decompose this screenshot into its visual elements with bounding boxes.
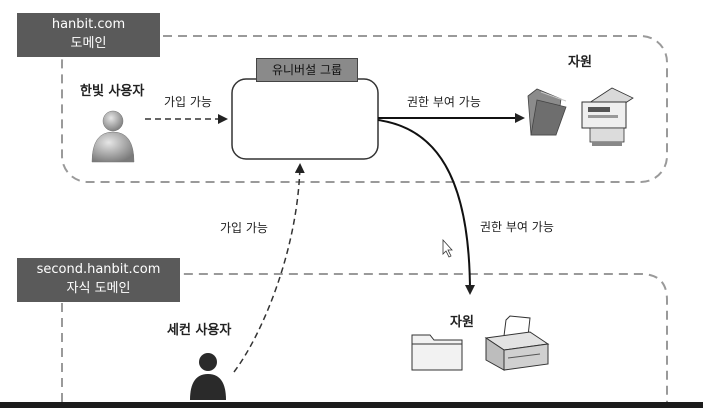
- join-label-top: 가입 가능: [164, 95, 212, 109]
- user-icon: [190, 353, 226, 400]
- resource-label-bottom: 자원: [450, 315, 474, 330]
- printer-icon: [581, 87, 634, 146]
- parent-domain-caption: 도메인: [70, 36, 107, 51]
- bottom-edge-bar: [0, 402, 703, 408]
- printer-icon: [484, 315, 550, 371]
- hanbit-user-label: 한빛 사용자: [80, 84, 145, 99]
- grant-label-bottom: 권한 부여 가능: [480, 220, 554, 234]
- parent-domain-tag: hanbit.com 도메인: [17, 13, 160, 57]
- child-domain-name: second.hanbit.com: [36, 262, 161, 277]
- parent-domain-boundary: [61, 35, 668, 183]
- join-label-bottom: 가입 가능: [220, 221, 268, 235]
- mouse-cursor-icon: [442, 238, 453, 258]
- child-domain-tag: second.hanbit.com 자식 도메인: [17, 258, 180, 302]
- grant-label-top: 권한 부여 가능: [407, 95, 481, 109]
- folder-icon: [411, 334, 463, 371]
- folder-icon: [527, 88, 567, 136]
- join-edge-bottom: [233, 163, 305, 373]
- second-user-label: 세컨 사용자: [167, 323, 232, 338]
- universal-group-title: 유니버설 그룹: [256, 58, 358, 82]
- universal-group-box: [231, 78, 379, 160]
- child-domain-caption: 자식 도메인: [66, 281, 131, 296]
- parent-domain-name: hanbit.com: [51, 17, 126, 32]
- resource-label-top: 자원: [568, 55, 592, 70]
- grant-edge-bottom: [377, 119, 475, 295]
- user-icon: [91, 110, 135, 163]
